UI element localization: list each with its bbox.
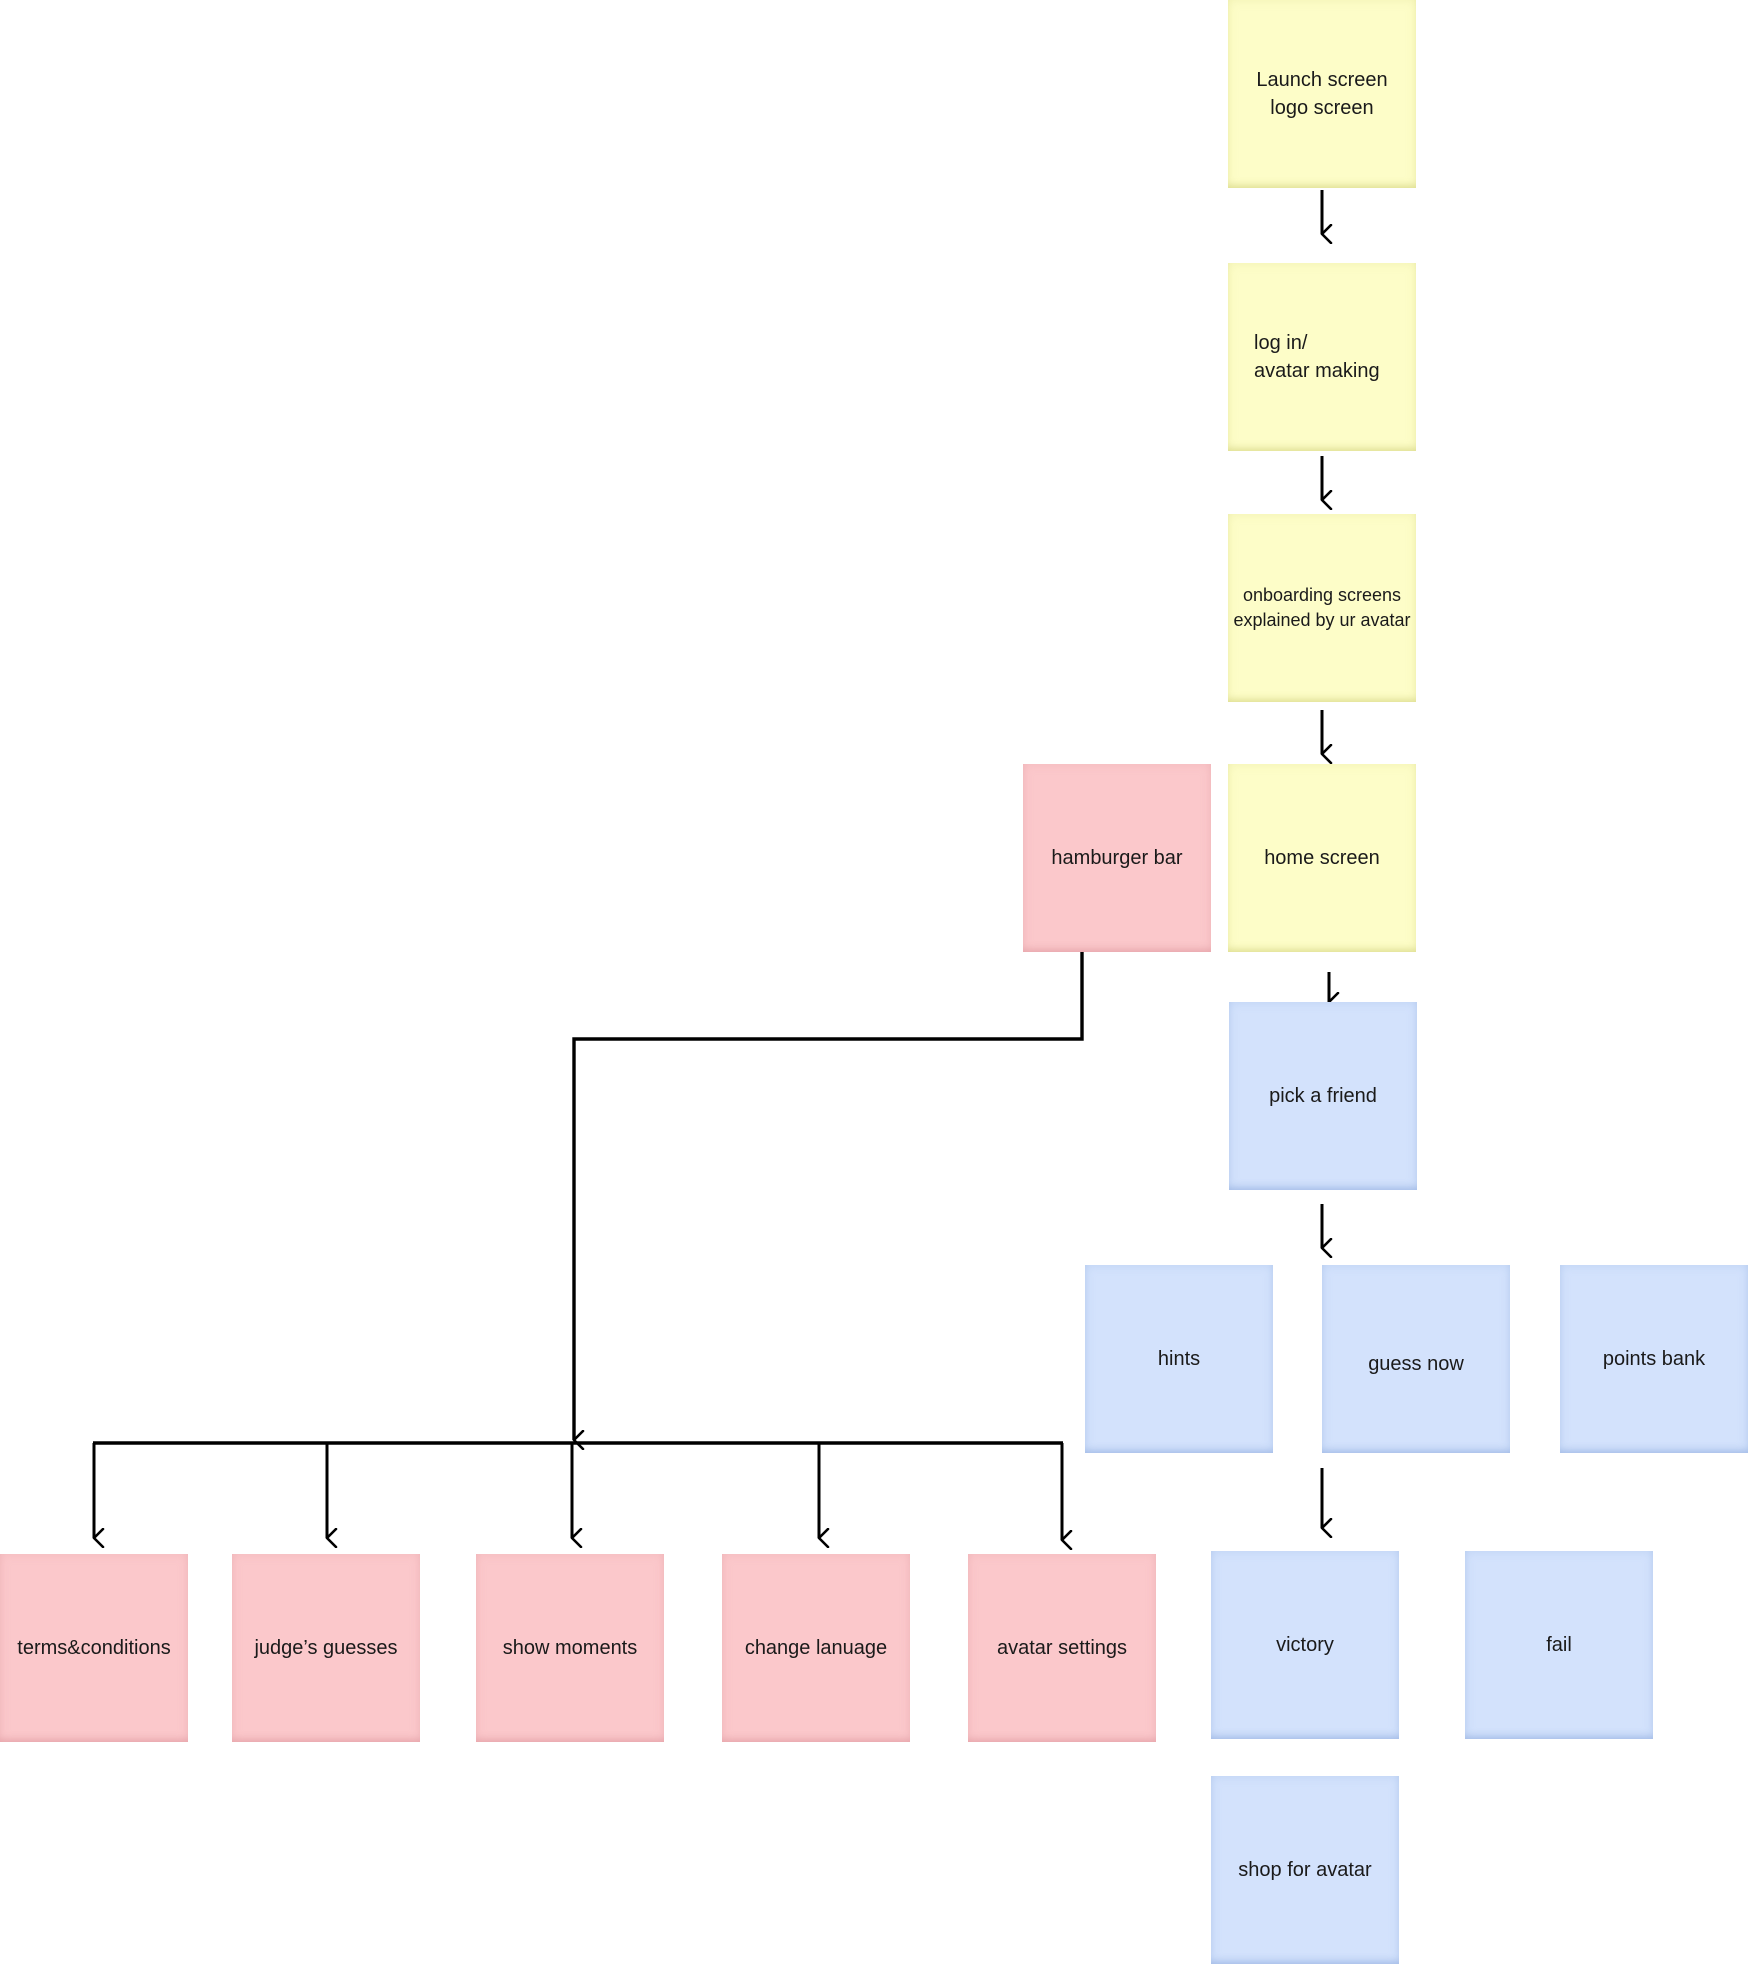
note-victory[interactable]: victory	[1211, 1551, 1399, 1739]
note-avatar-settings[interactable]: avatar settings	[968, 1554, 1156, 1742]
note-change-language[interactable]: change lanuage	[722, 1554, 910, 1742]
note-login-avatar-making[interactable]: log in/ avatar making	[1228, 263, 1416, 451]
note-hamburger-bar[interactable]: hamburger bar	[1023, 764, 1211, 952]
note-launch-screen[interactable]: Launch screen logo screen	[1228, 0, 1416, 188]
note-onboarding-screens[interactable]: onboarding screens explained by ur avata…	[1228, 514, 1416, 702]
note-shop-for-avatar[interactable]: shop for avatar	[1211, 1776, 1399, 1964]
note-judges-guesses[interactable]: judge’s guesses	[232, 1554, 420, 1742]
note-points-bank[interactable]: points bank	[1560, 1265, 1748, 1453]
note-home-screen[interactable]: home screen	[1228, 764, 1416, 952]
note-hints[interactable]: hints	[1085, 1265, 1273, 1453]
note-fail[interactable]: fail	[1465, 1551, 1653, 1739]
note-guess-now[interactable]: guess now	[1322, 1265, 1510, 1453]
note-show-moments[interactable]: show moments	[476, 1554, 664, 1742]
note-terms-conditions[interactable]: terms&conditions	[0, 1554, 188, 1742]
note-pick-a-friend[interactable]: pick a friend	[1229, 1002, 1417, 1190]
connector-hamburger-branch	[93, 950, 1084, 1443]
